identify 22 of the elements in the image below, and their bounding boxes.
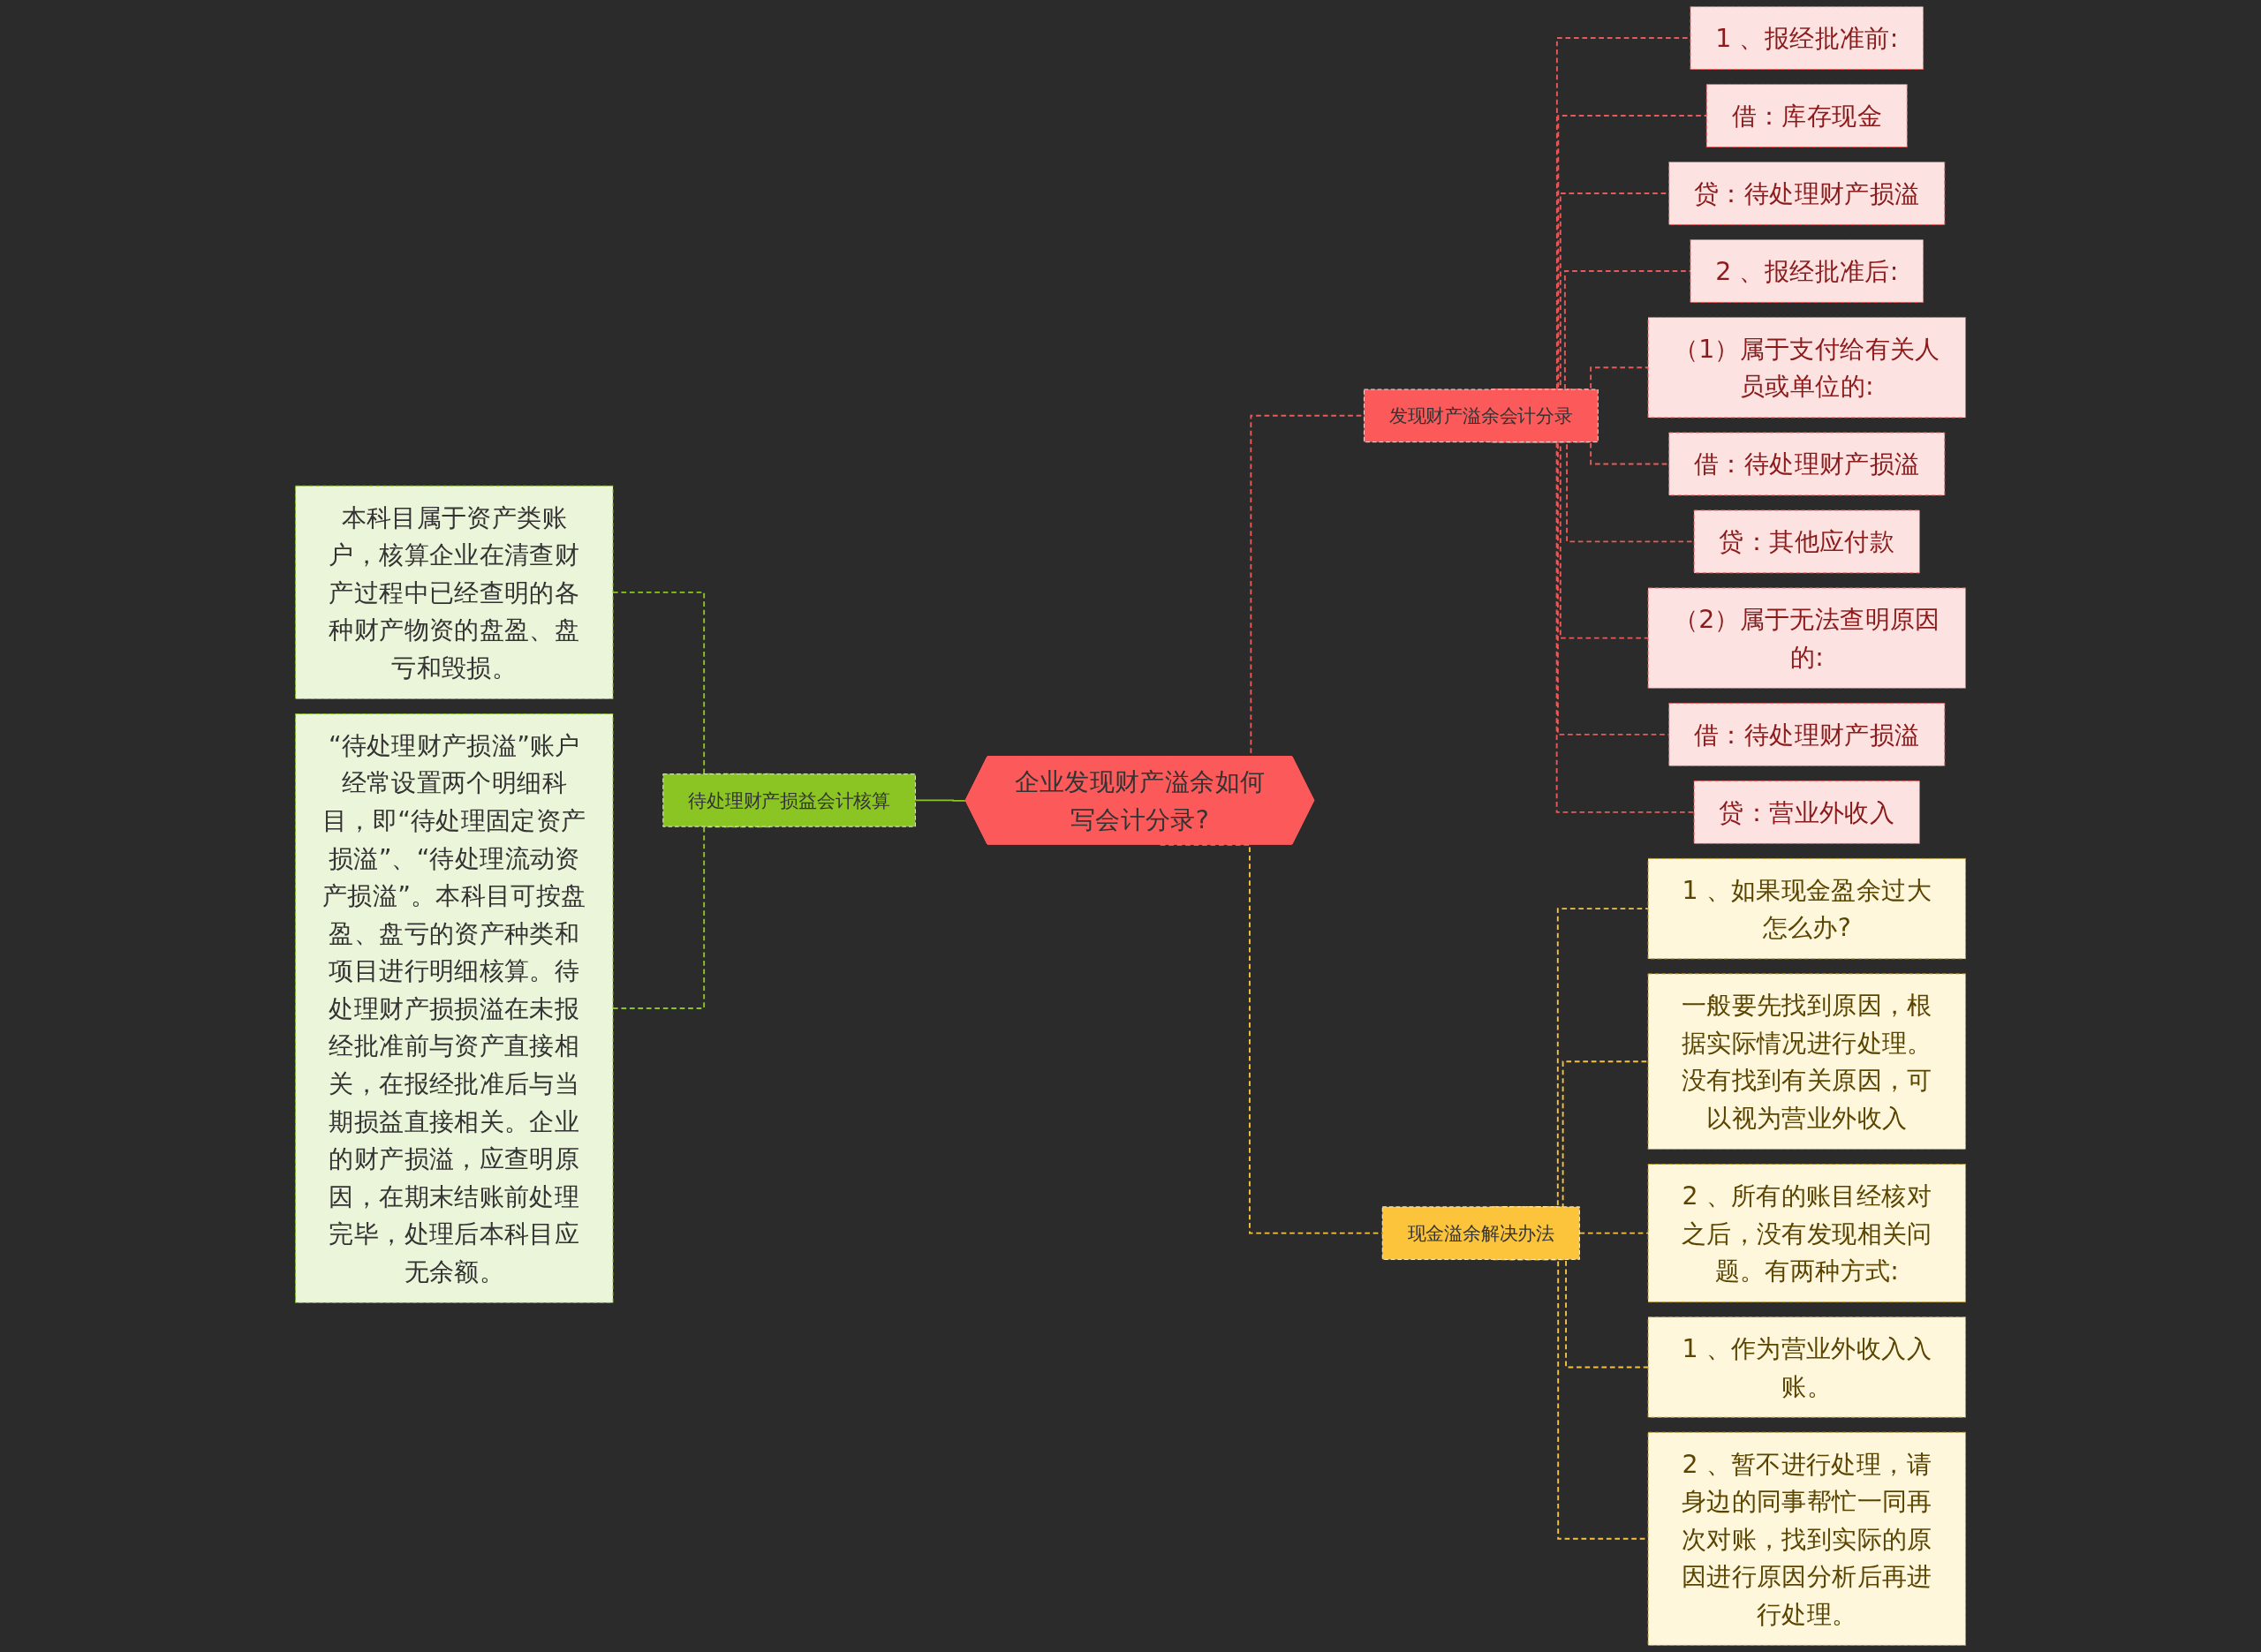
node-box <box>1647 1316 1966 1418</box>
node-box <box>1647 973 1966 1150</box>
node-box <box>662 773 916 827</box>
node-box <box>1668 162 1946 225</box>
node-box <box>1668 432 1946 496</box>
connector <box>1578 1232 1649 1234</box>
node-box <box>1647 857 1966 960</box>
node-box <box>1647 1431 1966 1646</box>
node-box <box>1690 6 1924 70</box>
connector <box>914 799 967 802</box>
node-box <box>295 485 614 699</box>
node-box <box>1693 780 1920 844</box>
node-box <box>1693 509 1920 574</box>
node-box <box>1668 702 1946 766</box>
node-box <box>1705 84 1908 147</box>
node-box <box>1690 239 1924 303</box>
node-box <box>1647 316 1966 419</box>
node-box <box>1647 1164 1966 1303</box>
node-box <box>295 713 614 1303</box>
node-box <box>1363 388 1599 443</box>
node-box <box>1647 587 1966 689</box>
node-box <box>1381 1206 1580 1260</box>
